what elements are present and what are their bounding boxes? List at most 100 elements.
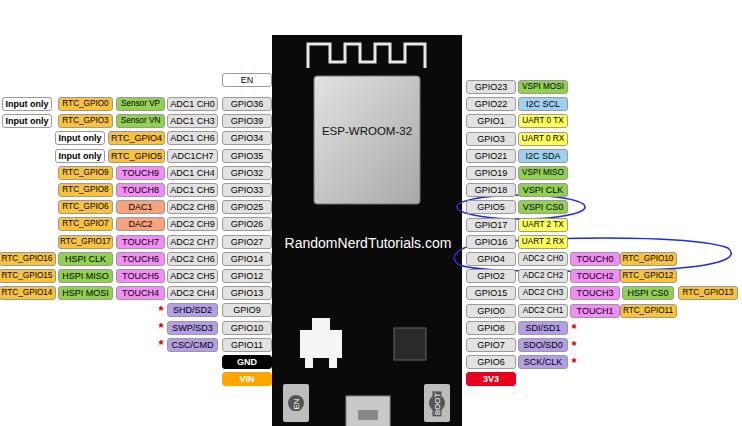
pin-box: ADC2 CH6 [167, 252, 218, 266]
pin-label: Input only [59, 132, 102, 144]
pin-box: ADC2 CH5 [167, 269, 218, 283]
pin-box: ADC2 CH9 [167, 217, 218, 231]
power-pin-box: 3V3 [466, 372, 516, 386]
pin-box: ADC1 CH5 [167, 183, 218, 197]
pin-label: RTC_GPIO0 [62, 98, 108, 110]
uart-pin-box: UART 2 RX [518, 235, 568, 249]
pin-label: CSC/CMD [172, 339, 214, 351]
pin-label: GPIO25 [231, 201, 264, 213]
function-pin-box: Sensor VP [116, 97, 165, 111]
pin-label: ADC2 CH2 [523, 270, 564, 282]
rtc-pin-box: RTC_GPIO12 [620, 269, 677, 283]
pin-label: GPIO32 [231, 167, 264, 179]
footnote-star: * [158, 337, 163, 352]
function-pin-box: VSPI CS0 [518, 200, 568, 214]
button-label: EN [292, 397, 301, 410]
pin-label: I2C SCL [526, 98, 560, 110]
pin-label: TOUCH8 [122, 184, 159, 196]
pin-label: GPIO18 [475, 184, 508, 196]
pin-box: GPIO0 [466, 304, 516, 318]
pin-label: Input only [6, 115, 49, 127]
pin-label: ADC2 CH0 [523, 253, 564, 265]
pin-box: ADC1 CH6 [167, 131, 218, 145]
pin-box: GPIO11 [222, 338, 272, 352]
flash-pin-box: SDI/SD1 [518, 321, 568, 335]
pin-label: GPIO16 [475, 236, 508, 248]
pin-label: Sensor VN [121, 115, 161, 127]
i2c-pin-box: I2C SCL [518, 97, 568, 111]
function-pin-box: VSPI MOSI [518, 80, 568, 94]
pin-box: GPIO8 [466, 321, 516, 335]
footnote-star: * [571, 355, 576, 370]
note-box: Input only [2, 114, 52, 128]
pin-label: SDO/SD0 [523, 339, 563, 351]
i2c-pin-box: I2C SDA [518, 149, 568, 163]
pin-label: TOUCH5 [122, 270, 159, 282]
rtc-pin-box: RTC_GPIO17 [58, 235, 113, 249]
footnote-star: * [571, 321, 576, 336]
pin-label: HSPI CS0 [627, 287, 668, 299]
pin-label: RTC_GPIO16 [2, 253, 53, 265]
pin-label: RTC_GPIO12 [623, 270, 674, 282]
pin-label: ADC2 CH7 [170, 236, 215, 248]
rtc-pin-box: RTC_GPIO9 [58, 166, 113, 180]
pin-label: RTC_GPIO8 [62, 184, 108, 196]
pin-box: GPIO15 [466, 286, 516, 300]
pin-box: ADC1 CH4 [167, 166, 218, 180]
pin-label: GPIO19 [475, 167, 508, 179]
rtc-pin-box: RTC_GPIO4 [108, 131, 165, 145]
pin-box: GPIO35 [222, 149, 272, 163]
pin-label: VSPI CS0 [523, 201, 564, 213]
pin-label: GPIO3 [477, 133, 505, 145]
footnote-star: * [571, 338, 576, 353]
pin-label: TOUCH4 [122, 287, 159, 299]
pin-label: GPIO26 [231, 218, 264, 230]
note-box: EN [222, 73, 272, 87]
flash-pin-box: SCK/CLK [518, 355, 568, 369]
pin-box: GPIO7 [466, 338, 516, 352]
touch-pin-box: TOUCH0 [570, 252, 620, 266]
pin-label: GPIO2 [477, 270, 505, 282]
function-pin-box: VSPI MISO [518, 166, 568, 180]
pin-box: GPIO33 [222, 183, 272, 197]
pin-box: GPIO1 [466, 114, 516, 128]
pin-label: UART 0 TX [522, 115, 563, 127]
module-name: ESP-WROOM-32 [322, 125, 412, 137]
touch-pin-box: TOUCH3 [570, 286, 620, 300]
pin-label: DAC1 [128, 201, 152, 213]
pin-box: GPIO16 [466, 235, 516, 249]
pin-label: UART 0 RX [522, 133, 564, 145]
rtc-pin-box: RTC_GPIO10 [620, 252, 677, 266]
pin-label: GPIO22 [475, 98, 508, 110]
pin-box: ADC2 CH7 [167, 235, 218, 249]
rtc-pin-box: RTC_GPIO13 [678, 286, 738, 300]
note-box: Input only [2, 97, 52, 111]
pin-label: 3V3 [483, 373, 499, 385]
pin-label: GPIO5 [477, 201, 505, 213]
pin-label: RTC_GPIO5 [111, 150, 162, 162]
touch-pin-box: TOUCH1 [570, 304, 620, 318]
footnote-star: * [158, 303, 163, 318]
pin-box: ADC1 CH3 [167, 114, 218, 128]
rtc-pin-box: RTC_GPIO0 [58, 97, 113, 111]
pin-label: RTC_GPIO10 [623, 253, 674, 265]
pin-label: HSPI MOSI [62, 287, 109, 299]
pin-label: UART 2 TX [522, 219, 563, 231]
pin-label: ADC2 CH3 [523, 287, 564, 299]
pin-box: GPIO23 [466, 80, 516, 94]
pin-label: RTC_GPIO9 [62, 167, 108, 179]
pin-box: GPIO36 [222, 97, 272, 111]
function-pin-box: HSPI MOSI [58, 286, 113, 300]
pin-label: ADC1 CH6 [170, 132, 215, 144]
pin-label: DAC2 [128, 218, 152, 230]
function-pin-box: HSPI CS0 [622, 286, 674, 300]
pin-label: VIN [239, 373, 254, 385]
pin-label: GPIO12 [231, 270, 264, 282]
note-box: Input only [55, 131, 105, 145]
rtc-pin-box: RTC_GPIO5 [108, 149, 165, 163]
pin-label: GPIO6 [477, 356, 505, 368]
pin-label: TOUCH2 [577, 270, 614, 282]
pin-label: ADC2 CH4 [170, 287, 215, 299]
pin-label: RTC_GPIO15 [2, 270, 53, 282]
